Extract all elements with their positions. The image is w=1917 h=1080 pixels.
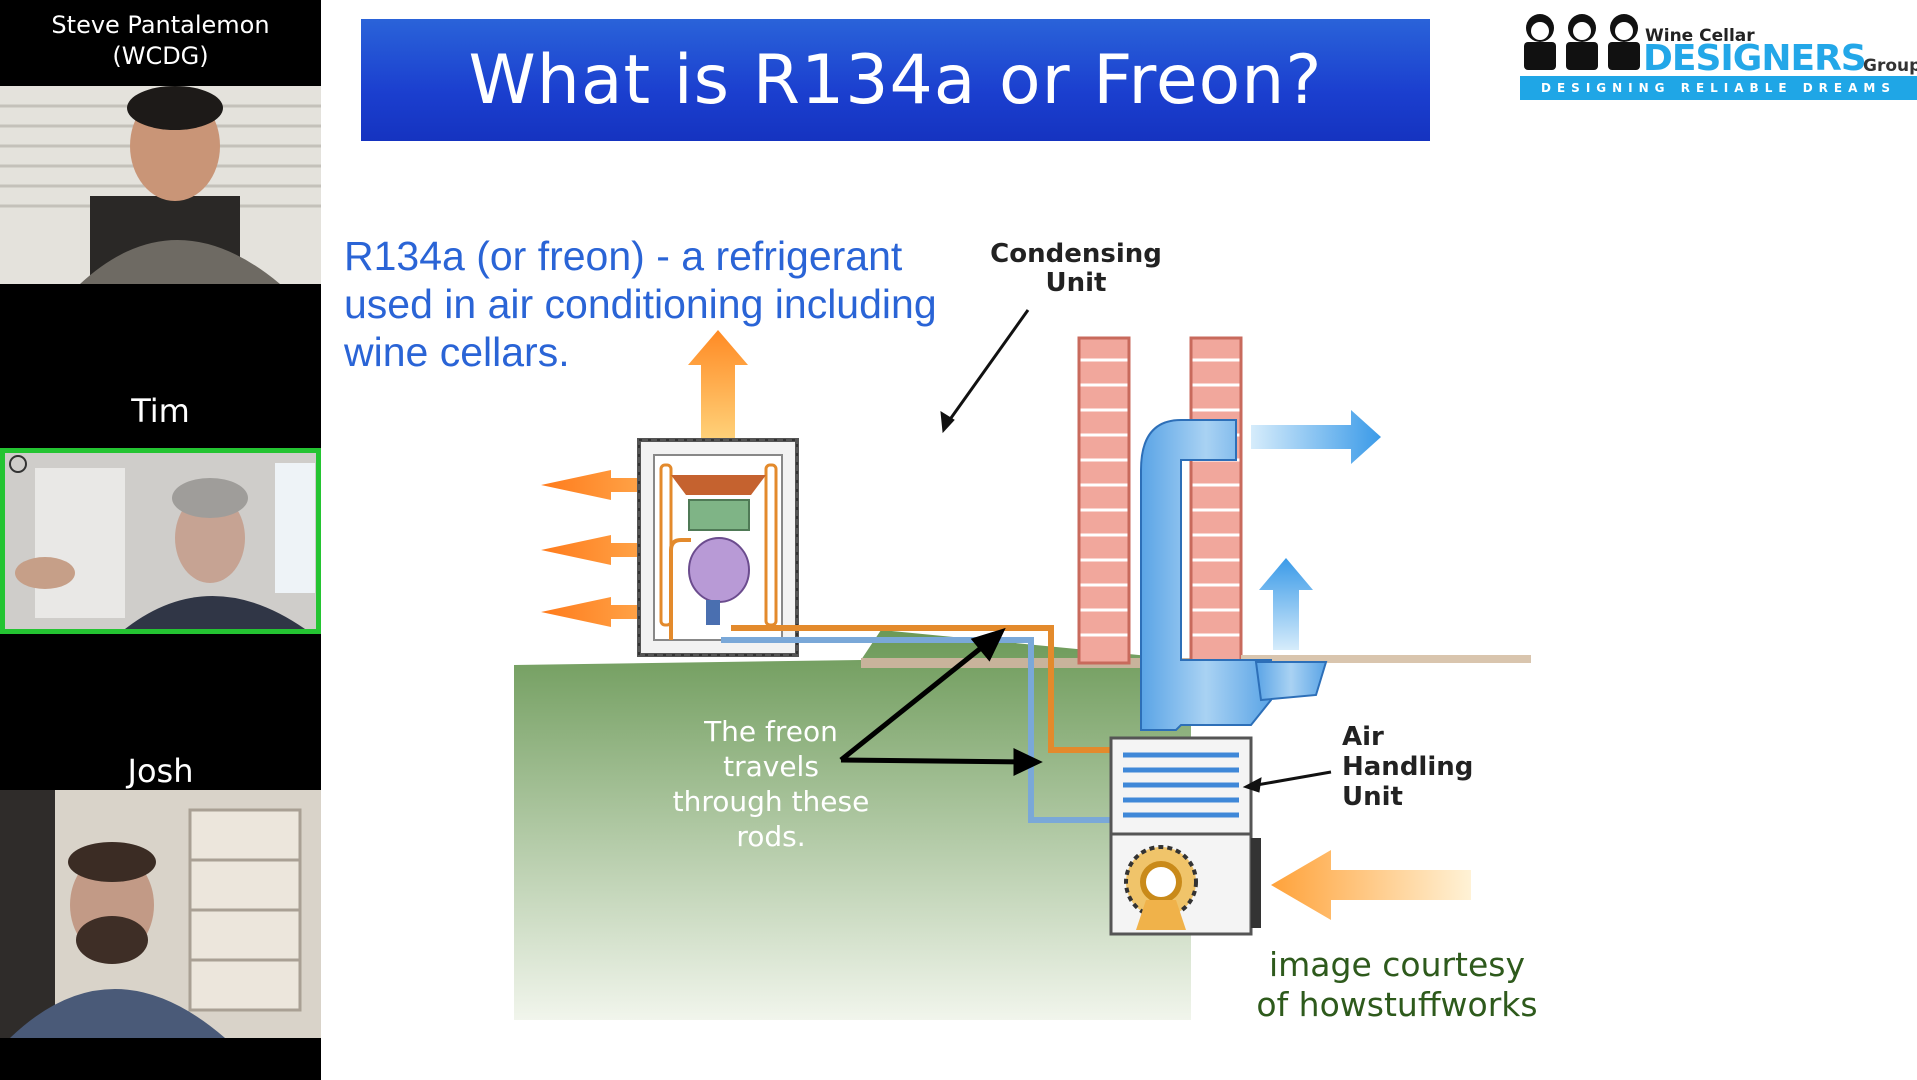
brick-walls [1077,336,1243,665]
slide-intro-text: R134a (or freon) - a refrigerant used in… [344,233,937,375]
label-air-handling-unit: Air Handling Unit [1342,722,1474,812]
video-feed-josh [0,790,321,1038]
image-credit: image courtesy of howstuffworks [1256,945,1538,1024]
freon-arrows [839,627,1043,776]
return-air-arrow [1271,850,1471,920]
cool-air-out-arrow [1251,410,1381,464]
participant-panel: Steve Pantalemon (WCDG) Tim Jo [0,0,321,1080]
air-duct [1140,419,1272,731]
wine-cellar-designers-logo: Wine Cellar DESIGNERS Group DESIGNING RE… [1520,8,1917,102]
ground [514,630,1191,1020]
video-feed-tim [5,453,316,629]
participant-name-josh: Josh [127,752,194,790]
condensing-unit [637,438,799,657]
logo-people-icon [1524,14,1640,70]
participant-name-tim: Tim [131,392,190,430]
label-condensing-unit: Condensing Unit [990,239,1162,298]
logo-small-text: Wine Cellar [1645,26,1755,46]
video-tile-josh[interactable] [0,790,321,1038]
logo-big-text: DESIGNERS [1643,38,1867,79]
video-feed-steve [0,86,321,284]
logo-group-text: Group [1863,56,1917,76]
presentation-slide: What is R134a or Freon? Wine Cellar DESI… [321,0,1917,1080]
pointer-lines [940,309,1332,793]
cool-air-up-arrow [1259,558,1313,650]
heat-up-arrow [688,330,748,440]
label-freon-note: The freon travels through these rods. [672,715,870,853]
logo-tagline: DESIGNING RELIABLE DREAMS [1520,76,1917,100]
air-conditioning-diagram [514,309,1531,1020]
video-tile-tim[interactable] [0,448,321,634]
air-handling-unit [1109,736,1261,936]
refrigerant-lines [721,625,1111,823]
participant-name-steve: Steve Pantalemon (WCDG) [51,11,270,70]
video-tile-steve[interactable] [0,86,321,284]
slide-title: What is R134a or Freon? [361,19,1430,141]
